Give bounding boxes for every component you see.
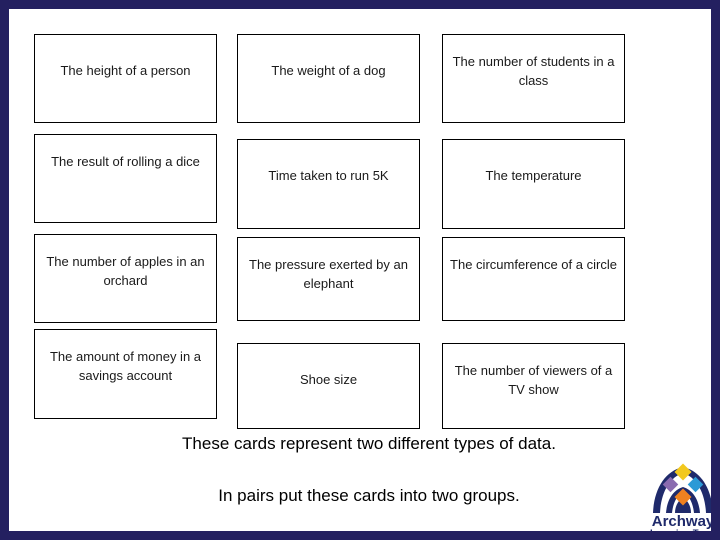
card-time-taken-to-run-5k[interactable]: Time taken to run 5K [237,139,420,229]
logo-primary-text: Archway [652,513,715,530]
card-number-of-students[interactable]: The number of students in a class [442,34,625,123]
instruction-line-1: These cards represent two different type… [182,434,556,453]
card-label: The number of apples in an orchard [46,254,205,288]
card-amount-of-money[interactable]: The amount of money in a savings account [34,329,217,419]
card-label: The pressure exerted by an elephant [249,257,408,291]
card-number-of-viewers[interactable]: The number of viewers of a TV show [442,343,625,429]
card-grid: The height of a person The weight of a d… [25,25,625,429]
archway-logo-graphic: Archway Learning Trust [650,463,717,539]
card-circumference-of-a-circle[interactable]: The circumference of a circle [442,237,625,321]
archway-learning-trust-logo: Archway Learning Trust [645,461,717,539]
card-height-of-a-person[interactable]: The height of a person [34,34,217,123]
logo-secondary-text: Learning Trust [650,528,717,539]
card-label: Shoe size [299,372,358,387]
instruction-line-2: In pairs put these cards into two groups… [218,486,520,505]
card-label: Time taken to run 5K [268,168,389,183]
card-shoe-size[interactable]: Shoe size [237,343,420,429]
card-label: The number of viewers of a TV show [454,363,613,397]
card-label: The result of rolling a dice [51,154,200,169]
card-label: The weight of a dog [271,63,386,78]
card-number-of-apples[interactable]: The number of apples in an orchard [34,234,217,323]
card-weight-of-a-dog[interactable]: The weight of a dog [237,34,420,123]
card-label: The temperature [485,168,582,183]
card-the-temperature[interactable]: The temperature [442,139,625,229]
card-pressure-by-an-elephant[interactable]: The pressure exerted by an elephant [237,237,420,321]
card-label: The amount of money in a savings account [49,349,202,383]
card-label: The circumference of a circle [450,257,617,272]
diamond-top-icon [674,463,692,481]
card-label: The height of a person [60,63,191,78]
card-label: The number of students in a class [452,54,615,88]
card-result-of-rolling-a-dice[interactable]: The result of rolling a dice [34,134,217,223]
diamond-bottom-icon [674,488,692,506]
